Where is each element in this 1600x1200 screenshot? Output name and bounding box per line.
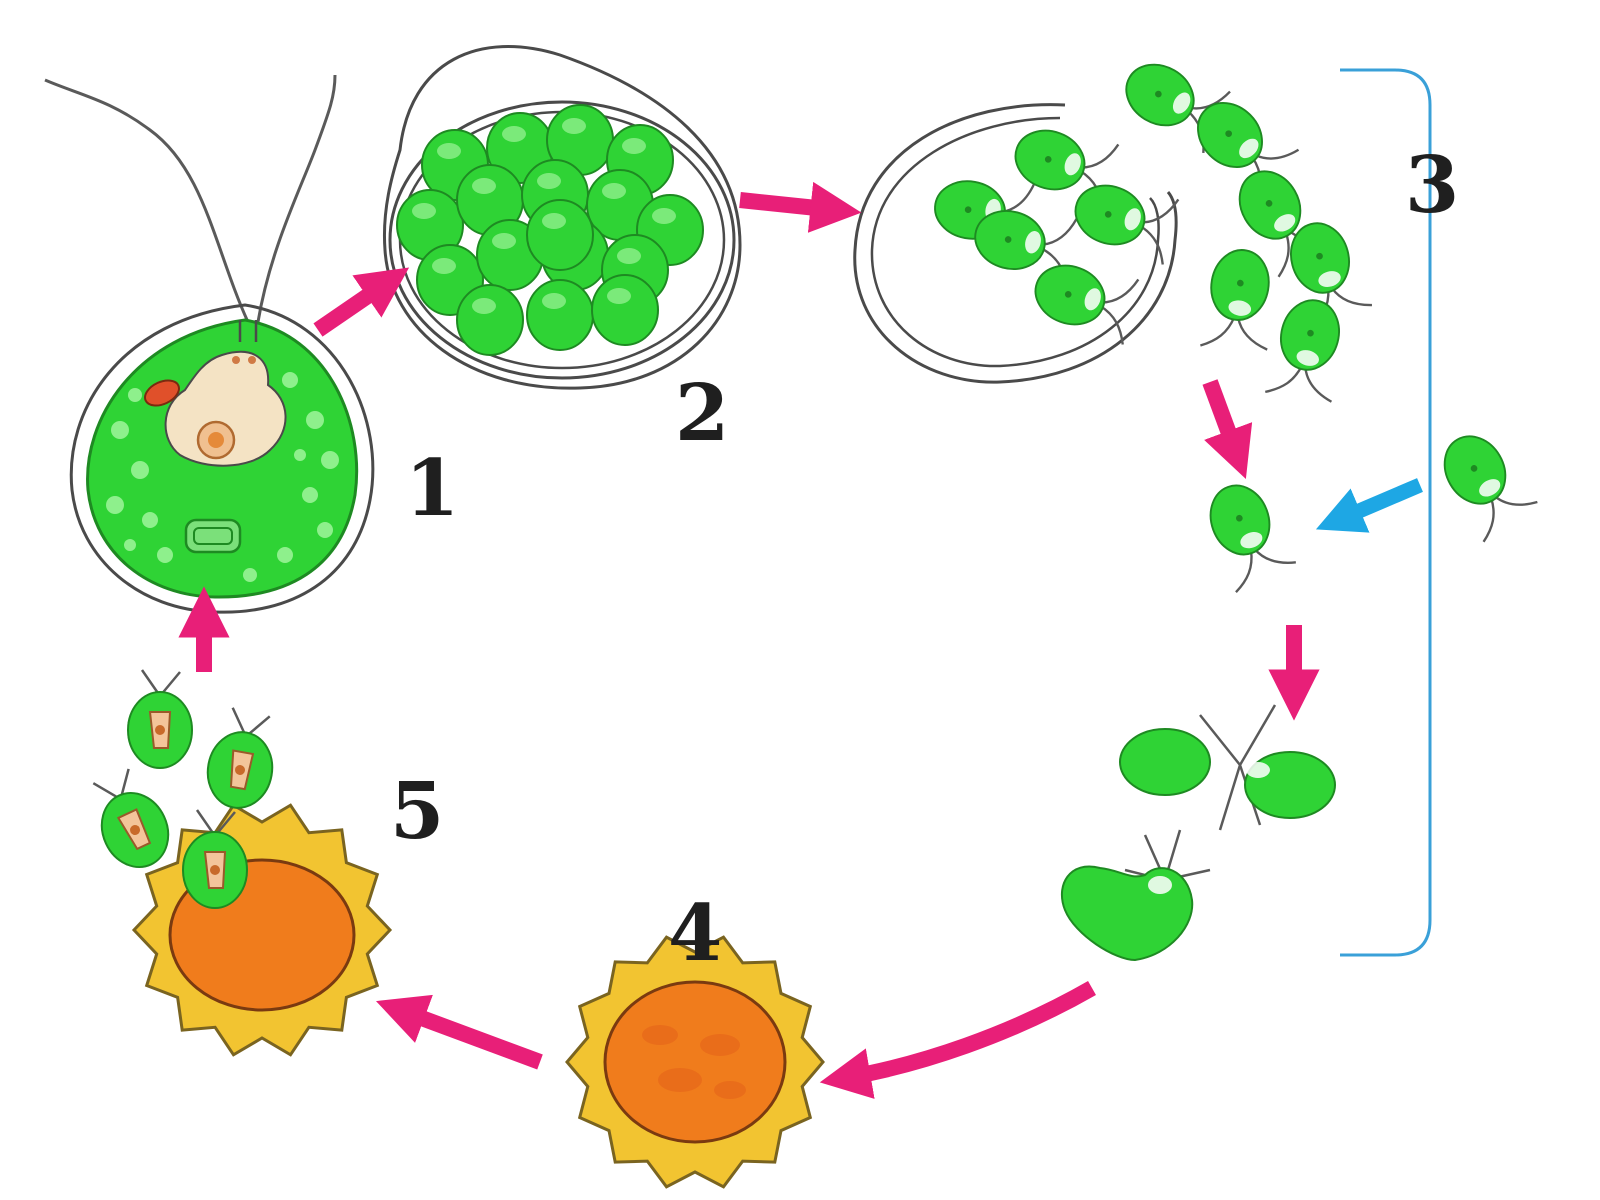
zoospore-icon bbox=[92, 768, 170, 868]
daughter-cell bbox=[526, 199, 594, 271]
released-zoospores bbox=[92, 669, 274, 909]
daughter-cells bbox=[396, 104, 704, 356]
label-stage-4: 4 bbox=[668, 888, 722, 979]
daughter-cell bbox=[586, 169, 654, 241]
daughter-cell bbox=[591, 274, 659, 346]
cycle-arrows bbox=[178, 181, 1320, 1099]
label-stage-1: 1 bbox=[405, 443, 459, 534]
arrow-1-to-2 bbox=[313, 267, 410, 337]
label-stage-5: 5 bbox=[390, 766, 444, 857]
gamete-icon bbox=[1074, 184, 1180, 265]
basal-bodies bbox=[238, 320, 258, 342]
daughter-cell bbox=[456, 284, 524, 356]
eyespot-icon bbox=[144, 379, 180, 407]
pyrenoid-icon bbox=[184, 518, 242, 554]
chloroplast-granules bbox=[106, 372, 339, 582]
gamete-icon bbox=[1034, 264, 1140, 345]
daughter-cell bbox=[526, 279, 594, 351]
zoospore-icon bbox=[206, 707, 274, 809]
flagellum-left bbox=[44, 78, 250, 323]
gamete-icon bbox=[1290, 222, 1372, 331]
arrow-4-to-5 bbox=[376, 994, 543, 1070]
germinating-zygote bbox=[92, 669, 393, 1057]
released-gametes bbox=[934, 63, 1372, 403]
ruptured-wall-outer bbox=[853, 103, 1178, 384]
mature-cell bbox=[44, 74, 375, 614]
flagellum-right bbox=[256, 74, 337, 323]
label-stage-2: 2 bbox=[675, 368, 729, 459]
zoospore-icon bbox=[127, 669, 193, 769]
gamete-icon bbox=[1265, 299, 1340, 403]
arrow-3-down bbox=[1202, 379, 1253, 480]
gamete-icon bbox=[1197, 102, 1300, 203]
gamete-pair-icon bbox=[1119, 704, 1336, 831]
fusing-gamete-icon bbox=[1060, 829, 1211, 962]
fusing-gametes bbox=[1060, 435, 1538, 962]
stage-3-bracket bbox=[1340, 68, 1432, 957]
gamete-icon bbox=[1200, 249, 1270, 351]
zygote-body bbox=[603, 980, 787, 1144]
arrow-2-to-3 bbox=[739, 181, 862, 233]
arrow-external-gamete bbox=[1315, 478, 1423, 533]
arrow-to-zygote bbox=[819, 981, 1096, 1099]
zoospore-icon bbox=[182, 809, 248, 909]
sporangium bbox=[382, 45, 742, 390]
sporangium-outer-wall bbox=[382, 45, 742, 390]
contractile-vacuoles-icon bbox=[232, 356, 256, 364]
cytoplasm bbox=[164, 350, 287, 467]
gamete-icon bbox=[1014, 129, 1120, 210]
zygote-granules bbox=[642, 1025, 746, 1099]
ruptured-sporangium bbox=[853, 63, 1372, 403]
zygote bbox=[565, 935, 825, 1189]
label-stage-3: 3 bbox=[1405, 140, 1459, 231]
gamete-icon bbox=[1209, 484, 1296, 594]
ruptured-wall-inner bbox=[870, 116, 1160, 368]
sporangium-middle-wall bbox=[388, 100, 736, 380]
daughter-cell bbox=[546, 104, 614, 176]
nucleus-icon bbox=[196, 420, 236, 460]
gamete-icon bbox=[1443, 435, 1538, 543]
